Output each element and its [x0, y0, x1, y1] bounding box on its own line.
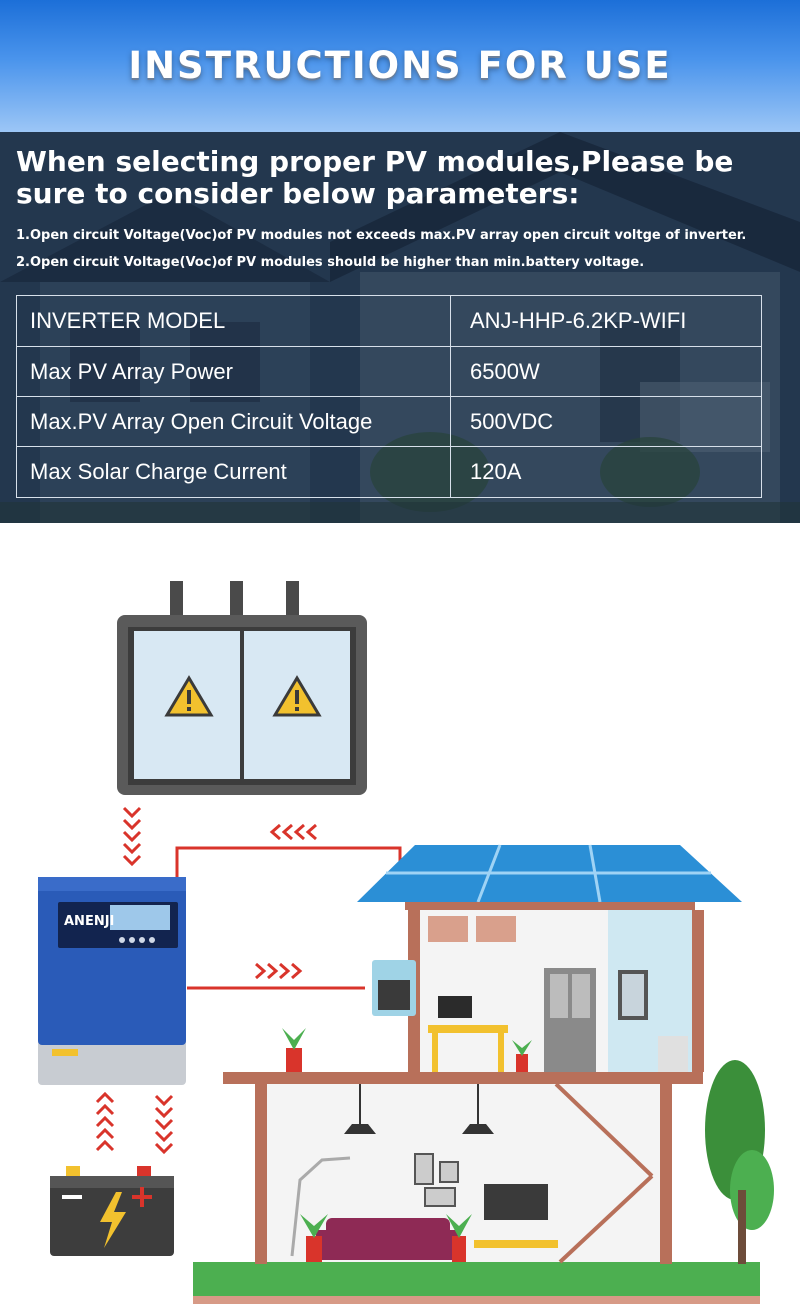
parameters-panel: When selecting proper PV modules,Please …	[0, 132, 800, 523]
stairs	[554, 1082, 654, 1264]
lightning-icon	[100, 1192, 126, 1248]
page-title: INSTRUCTIONS FOR USE	[128, 44, 672, 87]
row-label: Max.PV Array Open Circuit Voltage	[16, 396, 451, 447]
solar-flow-arrows	[269, 823, 317, 841]
table-row: Max Solar Charge Current 120A	[16, 446, 762, 498]
house-illustration	[193, 844, 774, 1304]
row-value: ANJ-HHP-6.2KP-WIFI	[450, 295, 762, 347]
lamp-icon	[462, 1084, 494, 1134]
load-flow-arrows	[255, 962, 303, 980]
warning-icon	[272, 675, 322, 717]
solar-panel-icon	[357, 844, 742, 903]
power-lines	[175, 846, 402, 990]
plant-icon	[282, 1028, 532, 1262]
grid-flow-arrows	[122, 806, 142, 867]
intro-heading-line2: sure to consider below parameters:	[16, 177, 580, 210]
row-value: 120A	[450, 446, 762, 498]
table-row: Max.PV Array Open Circuit Voltage 500VDC	[16, 396, 762, 447]
row-value: 500VDC	[450, 396, 762, 447]
tree-icon	[705, 1060, 774, 1264]
utility-transformer	[117, 581, 367, 795]
row-label: Max Solar Charge Current	[16, 446, 451, 498]
table-row: INVERTER MODEL ANJ-HHP-6.2KP-WIFI	[16, 295, 762, 347]
note-1: 1.Open circuit Voltage(Voc)of PV modules…	[16, 228, 747, 243]
intro-heading-line1: When selecting proper PV modules,Please …	[16, 145, 734, 178]
spec-table: INVERTER MODEL ANJ-HHP-6.2KP-WIFI Max PV…	[16, 295, 762, 498]
inverter-brand-logo: ANENJI	[64, 914, 114, 929]
row-label: Max PV Array Power	[16, 346, 451, 397]
table-row: Max PV Array Power 6500W	[16, 346, 762, 397]
system-diagram: ANENJI	[38, 581, 774, 1304]
battery-icon	[50, 1166, 174, 1256]
warning-icon	[164, 675, 214, 717]
inverter-unit: ANENJI	[38, 877, 186, 1085]
battery-flow-arrows	[95, 1091, 174, 1155]
row-value: 6500W	[450, 346, 762, 397]
note-2: 2.Open circuit Voltage(Voc)of PV modules…	[16, 255, 645, 270]
intro-heading: When selecting proper PV modules,Please …	[16, 146, 776, 210]
row-label: INVERTER MODEL	[16, 295, 451, 347]
lamp-icon	[344, 1084, 376, 1134]
header-banner: INSTRUCTIONS FOR USE	[0, 0, 800, 132]
